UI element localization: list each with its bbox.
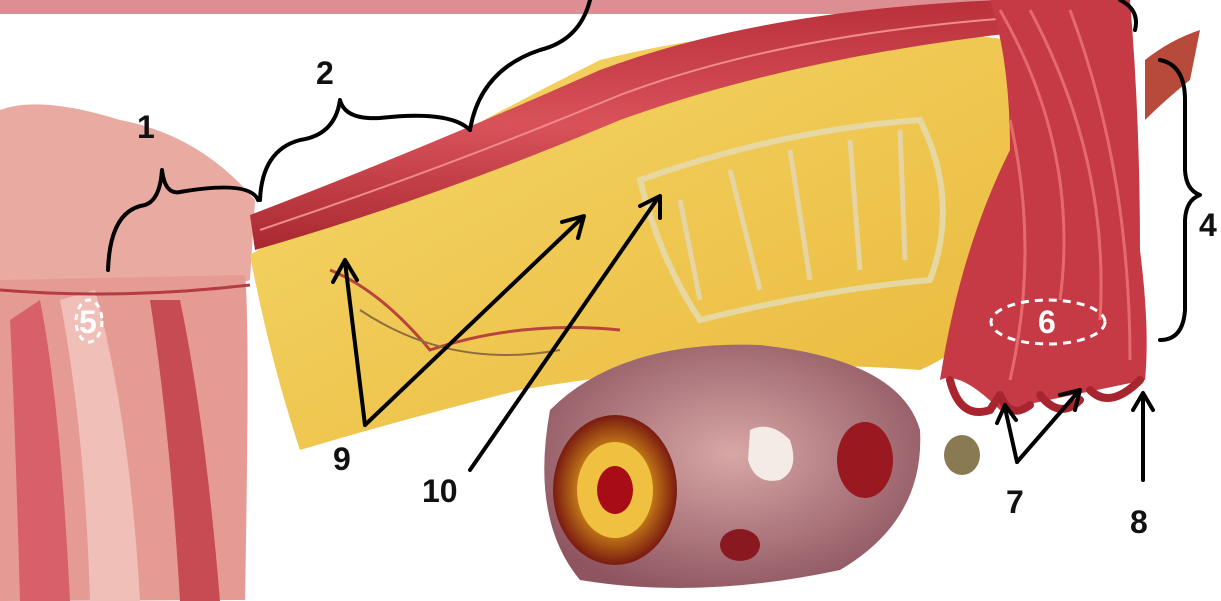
uterus-illustration <box>0 104 255 601</box>
ovary-illustration <box>544 345 920 588</box>
label-1: 1 <box>137 109 155 145</box>
label-9: 9 <box>333 441 351 477</box>
label-8: 8 <box>1130 504 1148 540</box>
label-4: 4 <box>1199 207 1217 243</box>
bracket-4 <box>1160 60 1200 340</box>
arrow-8 <box>1133 393 1153 480</box>
label-6: 6 <box>1038 304 1056 340</box>
label-5: 5 <box>79 304 97 340</box>
label-10: 10 <box>422 473 458 509</box>
label-2: 2 <box>316 55 334 91</box>
label-7: 7 <box>1006 484 1024 520</box>
